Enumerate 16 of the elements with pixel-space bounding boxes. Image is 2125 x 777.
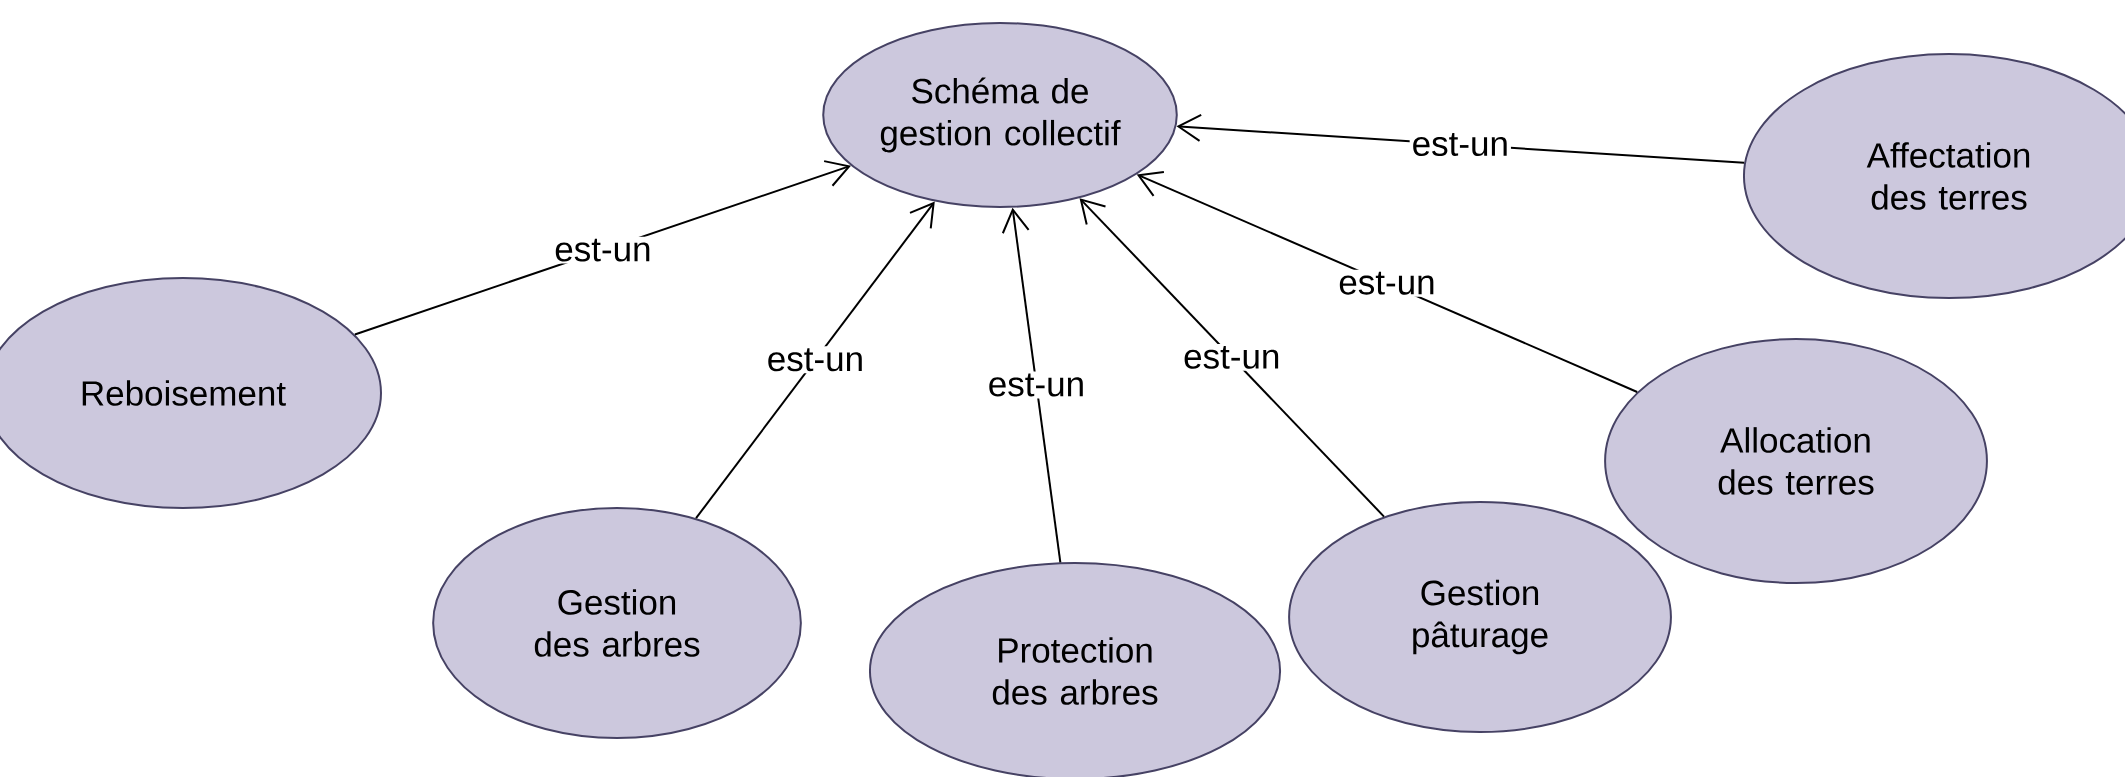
arrow <box>1079 198 1385 518</box>
edge-label: est-un <box>552 236 654 264</box>
edge-label: est-un <box>1409 131 1511 159</box>
ellipse-node: Schéma de gestion collectif <box>822 22 1178 208</box>
ellipse-node: Affectation des terres <box>1742 53 2125 299</box>
arrow <box>695 201 935 520</box>
edge-label: est-un <box>1181 343 1283 371</box>
arrow <box>1136 171 1639 393</box>
edge-label: est-un <box>985 371 1088 399</box>
ellipse-node: Gestion des arbres <box>432 507 802 739</box>
edge-label: est-un <box>1336 269 1438 297</box>
edge-label: est-un <box>764 346 867 374</box>
arrow <box>1001 207 1062 564</box>
ellipse-node: Gestion pâturage <box>1288 501 1672 733</box>
ellipse-node: Allocation des terres <box>1604 338 1988 584</box>
ellipse-node: Protection des arbres <box>868 562 1282 777</box>
